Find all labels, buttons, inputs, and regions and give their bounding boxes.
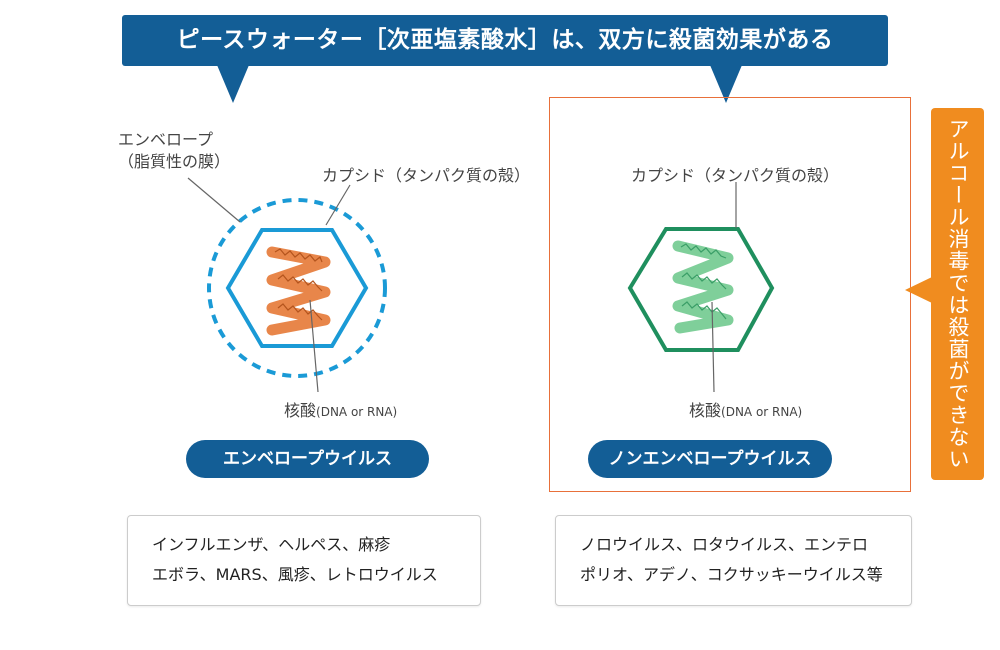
envelope-rna-squiggle-3	[277, 303, 323, 321]
envelope-label-line1: エンベロープ	[118, 130, 214, 149]
callout-arrow	[905, 277, 932, 303]
nonenvelope-rna-zigzag	[672, 240, 734, 334]
left-nucleic-label: 核酸(DNA or RNA)	[284, 397, 397, 421]
banner-pointer-left	[217, 65, 249, 103]
envelope-examples-line-1: インフルエンザ、ヘルペス、麻疹	[152, 535, 391, 554]
envelope-virus-pill: エンベロープウイルス	[186, 440, 429, 478]
right-nucleic-label: 核酸(DNA or RNA)	[689, 397, 802, 421]
nonenvelope-rna-squiggle-2	[681, 272, 727, 290]
right-capsid-label: カプシド（タンパク質の殻）	[631, 166, 840, 185]
nonenvelope-examples-line-2: ポリオ、アデノ、コクサッキーウイルス等	[580, 565, 883, 584]
alcohol-callout-text: アルコール消毒では殺菌ができない	[946, 118, 970, 470]
envelope-rna-squiggle-2	[277, 274, 323, 292]
nonenvelope-rna-squiggle-3	[681, 301, 727, 320]
envelope-label: エンベロープ （脂質性の膜）	[118, 129, 230, 173]
title-banner: ピースウォーター［次亜塩素酸水］は、双方に殺菌効果がある	[122, 15, 888, 66]
nonenvelope-examples-line-1: ノロウイルス、ロタウイルス、エンテロ	[580, 535, 869, 554]
right-nucleic-small: (DNA or RNA)	[721, 405, 803, 419]
right-nucleic-main: 核酸	[689, 401, 722, 420]
envelope-rna-squiggle	[274, 248, 323, 263]
left-capsid-label: カプシド（タンパク質の殻）	[322, 166, 531, 185]
nonenvelope-virus-pill: ノンエンベロープウイルス	[588, 440, 832, 478]
nonenvelope-rna-squiggle	[680, 243, 727, 259]
envelope-dashed-circle	[207, 198, 387, 378]
right-nucleic-leader-line	[711, 301, 715, 393]
banner-pointer-right	[710, 65, 742, 103]
envelope-examples-line-2: エボラ、MARS、風疹、レトロウイルス	[152, 565, 438, 584]
nonenvelope-examples-box: ノロウイルス、ロタウイルス、エンテロ ポリオ、アデノ、コクサッキーウイルス等	[555, 515, 912, 606]
left-nucleic-leader-line	[309, 299, 319, 393]
nonenvelope-capsid-hexagon	[627, 227, 775, 352]
envelope-capsid-hexagon	[225, 228, 369, 348]
envelope-examples-box: インフルエンザ、ヘルペス、麻疹 エボラ、MARS、風疹、レトロウイルス	[127, 515, 481, 606]
left-nucleic-small: (DNA or RNA)	[316, 405, 398, 419]
alcohol-callout	[931, 108, 984, 480]
left-capsid-leader-line	[325, 184, 351, 226]
left-nucleic-main: 核酸	[284, 401, 317, 420]
envelope-rna-zigzag	[266, 246, 331, 336]
envelope-leader-line	[187, 177, 241, 223]
envelope-label-line2: （脂質性の膜）	[118, 152, 231, 171]
